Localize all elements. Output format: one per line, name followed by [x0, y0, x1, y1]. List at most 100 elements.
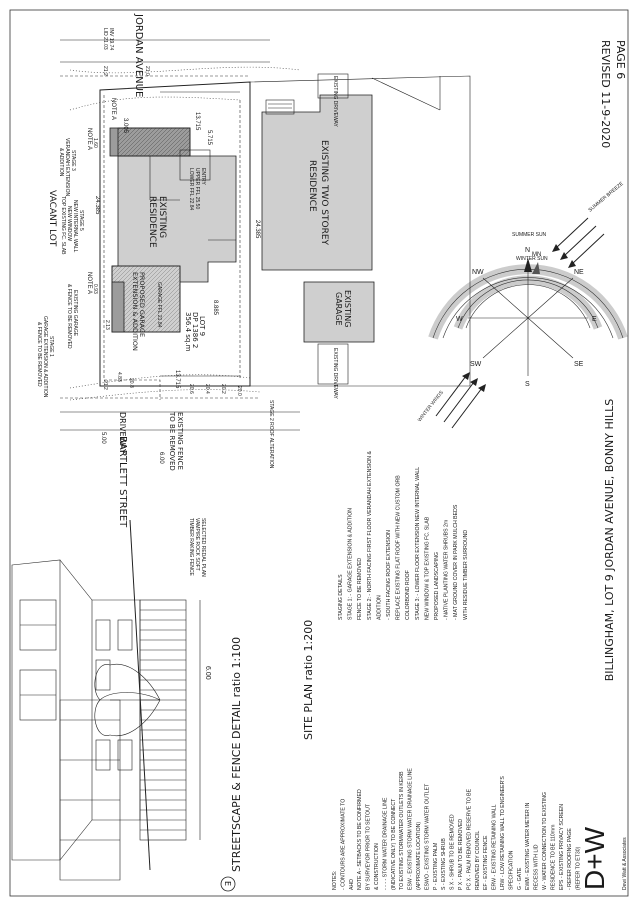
stage5-note: TOP EXISTING FC. SLAB — [60, 196, 66, 255]
staging-line: FENCE TO BE REMOVED — [357, 558, 363, 620]
contour-line — [69, 96, 241, 111]
lid-level: LID 21.03 — [102, 28, 108, 50]
summer-breeze-label: SUMMER BREEZE — [587, 180, 625, 213]
lot-label: LOT 9 — [198, 316, 206, 336]
proposed-garage-label: PROPOSED GARAGE — [138, 272, 146, 337]
staging-line: PROPOSED LANDSCAPING — [434, 552, 440, 620]
compass-w: W — [456, 316, 463, 323]
dim-093: 0.93 — [92, 284, 98, 294]
compass-sw: SW — [470, 361, 482, 368]
note-line: REMOVED BY COUNCIL — [475, 831, 481, 890]
existing-driveway-label: EXISTING DRIVEWAY — [332, 76, 338, 128]
logo-subtext: Dewi Watt & Associates — [622, 837, 628, 890]
sheet-border — [9, 9, 629, 897]
stage5-note: NEW WINDOW — [66, 206, 72, 241]
existing-fence-label: EXISTING FENCE — [176, 412, 184, 470]
dim-500: 5.00 — [100, 432, 106, 444]
staging-line: STAGE 1: - GARAGE EXTENSION & ADDITION — [348, 508, 354, 620]
garage-ffl: GARAGE FFL 21.84 — [156, 282, 162, 328]
existing-garage-neighbour — [303, 281, 375, 343]
spot-level: 20.4 — [204, 384, 210, 394]
fence-note: TIMBER RAKING FENCE — [188, 518, 194, 576]
vacant-lot-label: VACANT LOT — [47, 190, 57, 247]
dim-600: 6.00 — [158, 452, 164, 464]
driveway-label: DRIVEWAY — [118, 412, 127, 454]
note-line: ESWO - EXISTING STORM WATER OUTLET — [424, 783, 430, 890]
compass-e: E — [592, 316, 597, 323]
existing-driveway-label: EXISTING DRIVEWAY — [332, 348, 338, 400]
stage1b-note: STAGE 1 — [48, 336, 54, 357]
contour-line — [69, 389, 261, 401]
note-line: AHD — [349, 879, 355, 890]
spot-level: 21.2 — [102, 380, 108, 390]
streetscape-label-circle — [220, 876, 236, 892]
lot-label: DP 1386 2 — [191, 312, 199, 348]
compass-se: SE — [574, 361, 584, 368]
dim-13715-top: 13.715 — [194, 112, 200, 131]
compass-s: S — [525, 381, 530, 388]
house-elevation-body — [91, 599, 141, 821]
logo-text: D+W — [579, 826, 610, 890]
existing-driveway-bottom — [317, 343, 349, 385]
winter-wind-arrows — [435, 372, 486, 429]
note-line: RECESS WITH LID — [534, 844, 540, 890]
entry-label: ENTRY — [200, 168, 206, 186]
stage1b-note: & FENCE TO BE REMOVED — [36, 322, 42, 387]
two-storey-label: RESIDENCE — [307, 160, 317, 212]
jordan-avenue-label: JORDAN AVENUE — [133, 13, 144, 97]
north-arrow — [524, 258, 532, 272]
staging-line: - SOUTH FACING ROOF EXTENSION — [386, 530, 392, 620]
inv-level: INV 19.74 — [108, 28, 114, 50]
stage2-roof-label: STAGE 2 ROOF ALTERATION — [268, 400, 274, 469]
note-line: ERW - EXISTING RETAINING WALL — [492, 804, 498, 890]
compass-diagram: N MN NE E SE S SW W NW SUMMER SUN WINTER… — [417, 180, 628, 429]
note-line: PC X - PALM REMOVED RESERVE TO BE — [466, 788, 472, 890]
upper-ffl: UPPER FFL 25.50 — [194, 168, 200, 209]
company-logo: D+W Dewi Watt & Associates — [579, 826, 628, 890]
note-line: - REFER ROOFING PAGE — [567, 828, 573, 890]
existing-driveway-top — [317, 73, 349, 99]
note-a-top: NOTE A — [86, 128, 92, 150]
stage1-note: & FENCE TO BE REMOVED — [66, 284, 72, 349]
dim-24385-right: 24.385 — [254, 220, 260, 239]
stage5-note: STAGE 5 — [78, 210, 84, 231]
dim-24385-left: 24.385 — [94, 196, 100, 215]
to-be-removed-label: TO BE REMOVED — [168, 411, 176, 471]
note-line: RESIDENCE TO BE 110mm — [550, 825, 556, 890]
spot-level: 20.2 — [220, 384, 226, 394]
contour-line — [69, 66, 301, 74]
staging-line: REPLACE EXISTING FLAT ROOF WITH NEW CUST… — [396, 475, 402, 620]
streetscape-label-letter: E — [223, 881, 232, 886]
dim-5715: 5.715 — [206, 130, 212, 146]
staging-line: STAGE 3: - LOWER FLOOR EXTENSION NEW INT… — [415, 467, 421, 620]
site-plan-title: SITE PLAN ratio 1:200 — [302, 620, 315, 740]
stage3-note: STAGE 3 — [70, 150, 76, 171]
note-line: S X - SHRUB TO BE REMOVED — [450, 814, 456, 890]
note-line: G - GATE — [517, 867, 523, 890]
stage1b-note: GARAGE EXTENSION & ADDITION — [42, 316, 48, 398]
staging-line: STAGING DETAILS — [338, 574, 344, 620]
dim-160: 1.60 — [92, 138, 98, 148]
note-line: W - WATER CONNECTION TO EXISTING — [542, 792, 548, 890]
winter-winds-label: WINTER WINDS — [417, 389, 445, 423]
note-line: S - EXISTING SHRUB — [441, 838, 447, 890]
garage-extension — [111, 281, 125, 333]
two-storey-label: EXISTING TWO STOREY — [319, 140, 329, 246]
note-line: EF - EXISTING FENCE — [483, 835, 489, 890]
spot-level: 21.2 — [102, 66, 108, 76]
page-number: PAGE 6 — [614, 40, 627, 79]
note-line: NOTES: — [332, 871, 338, 890]
timber-fence — [139, 599, 187, 841]
lot-label: 356.4 sq.m — [184, 312, 192, 352]
compass-ne: NE — [574, 269, 584, 276]
dim-885: 8.885 — [212, 300, 218, 316]
note-line: LRW - LOW RETAINING WALL TO ENGINEER'S — [500, 776, 506, 890]
compass-nw: NW — [472, 269, 484, 276]
existing-residence — [117, 155, 237, 283]
existing-garage-label: EXISTING — [343, 290, 352, 327]
streetscape-elevation: 6.00 SELECTED REDAL PLAN VAMPIRE ROCK SO… — [11, 518, 243, 892]
staging-line: NEW WINDOW & TOP EXISTING FC. SLAB — [424, 516, 430, 620]
spot-level: 21.0 — [144, 66, 150, 76]
stage5-note: NEW INTERNAL WALL — [72, 200, 78, 253]
